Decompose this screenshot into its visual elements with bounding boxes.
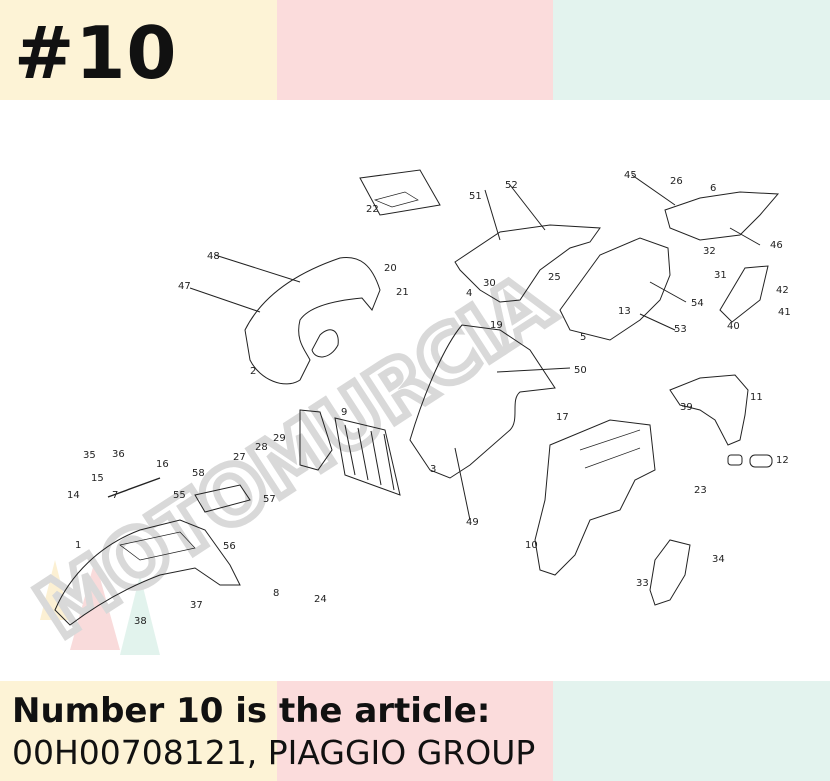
part-number-label: 51 [469, 191, 482, 202]
part-number-label: 40 [727, 321, 740, 332]
part-number-label: 46 [770, 240, 783, 251]
caption-heading: Number 10 is the article: [12, 691, 491, 731]
part-number-label: 13 [618, 306, 631, 317]
part-number-label: 30 [483, 278, 496, 289]
part-40-bracket [719, 265, 769, 323]
part-number-label: 42 [776, 285, 789, 296]
part-number-label: 20 [384, 263, 397, 274]
part-number-label: 17 [556, 412, 569, 423]
part-number-label: 3 [430, 464, 436, 475]
watermark: MOTOMURCIA [18, 254, 571, 659]
band-yellow [0, 0, 277, 100]
part-number-label: 37 [190, 600, 203, 611]
part-number-label: 45 [624, 170, 637, 181]
part-number-label: 9 [341, 407, 347, 418]
part-22-decal [359, 169, 441, 216]
part-number-label: 53 [674, 324, 687, 335]
part-number-label: 34 [712, 554, 725, 565]
part-number-label: 41 [778, 307, 791, 318]
part-2-side-panel [244, 256, 381, 385]
page-title: #10 [14, 11, 178, 95]
part-number-label: 5 [580, 332, 586, 343]
part-3-fairing [409, 324, 556, 479]
part-10-rear-fender [534, 419, 656, 576]
part-number-label: 36 [112, 449, 125, 460]
part-number-label: 57 [263, 494, 276, 505]
part-number-label: 52 [505, 180, 518, 191]
part-number-label: 14 [67, 490, 80, 501]
caption-article-number: 00H00708121, PIAGGIO GROUP [12, 733, 536, 772]
watermark-text: MOTOMURCIA [21, 258, 567, 656]
part-55-bracket [194, 484, 251, 513]
part-number-label: 56 [223, 541, 236, 552]
band-mint [553, 681, 830, 781]
part-number-label: 29 [273, 433, 286, 444]
part-number-label: 6 [710, 183, 716, 194]
part-number-label: 31 [714, 270, 727, 281]
part-number-label: 26 [670, 176, 683, 187]
part-number-label: 35 [83, 450, 96, 461]
part-number-label: 1 [75, 540, 81, 551]
part-number-label: 47 [178, 281, 191, 292]
part-number-label: 25 [548, 272, 561, 283]
part-1-front-fender [54, 519, 241, 626]
part-number-label: 50 [574, 365, 587, 376]
part-number-label: 19 [490, 320, 503, 331]
part-number-label: 55 [173, 490, 186, 501]
part-number-label: 7 [112, 490, 118, 501]
part-number-label: 16 [156, 459, 169, 470]
part-number-label: 23 [694, 485, 707, 496]
part-number-label: 12 [776, 455, 789, 466]
part-11-tail-piece [669, 374, 749, 446]
band-mint [553, 0, 830, 100]
part-33-guard [649, 539, 691, 606]
part-number-label: 21 [396, 287, 409, 298]
part-number-label: 58 [192, 468, 205, 479]
band-yellow [0, 681, 277, 781]
part-number-label: 54 [691, 298, 704, 309]
part-6-tank-cover [664, 191, 780, 241]
part-number-label: 15 [91, 473, 104, 484]
part-number-label: 27 [233, 452, 246, 463]
part-number-label: 33 [636, 578, 649, 589]
part-number-label: 11 [750, 392, 763, 403]
part-labels: 1 2 3 4 5 6 7 8 9 10 11 12 13 14 15 16 1… [67, 170, 791, 627]
band-pink [276, 681, 554, 781]
part-number-label: 8 [273, 588, 279, 599]
exploded-parts-diagram: MOTOMURCIA [18, 169, 791, 659]
part-number-label: 2 [250, 366, 256, 377]
part-9-radiator-louver [299, 409, 401, 496]
part-number-label: 48 [207, 251, 220, 262]
part-number-label: 49 [466, 517, 479, 528]
article-caption: Number 10 is the article: 00H00708121, P… [12, 690, 535, 774]
part-number-label: 39 [680, 402, 693, 413]
part-number-label: 32 [703, 246, 716, 257]
part-number-label: 22 [366, 204, 379, 215]
part-number-label: 10 [525, 540, 538, 551]
part-number-label: 38 [134, 616, 147, 627]
header-color-band [0, 0, 830, 100]
footer-color-band [0, 681, 830, 781]
part-number-label: 4 [466, 288, 472, 299]
part-12-light [749, 454, 773, 468]
part-5-side-cover [559, 237, 671, 341]
band-pink [276, 0, 554, 100]
part-number-label: 24 [314, 594, 327, 605]
part-number-label: 28 [255, 442, 268, 453]
